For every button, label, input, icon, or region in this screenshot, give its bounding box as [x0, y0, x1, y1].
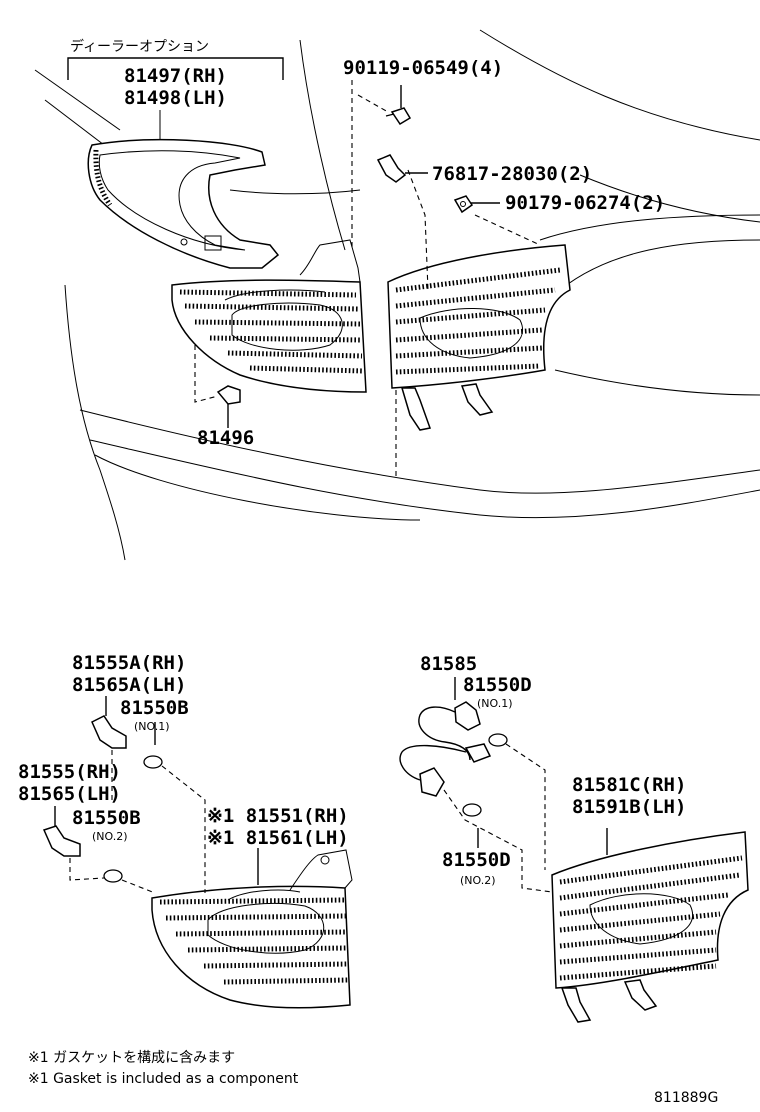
footnote-jp: ※1 ガスケットを構成に含みます [28, 1050, 235, 1066]
garnish-lh-label: 81498(LH) [124, 87, 227, 109]
dealer-option-label: ディーラーオプション [70, 38, 209, 55]
bulb-b-1-label: 81550B [120, 697, 189, 719]
rear-combination-lamp-inner [387, 244, 571, 431]
dealer-option-bracket: ディーラーオプション [67, 38, 284, 80]
clip-label: 76817-28030(2) [432, 163, 592, 185]
lamp-rh-label: ※1 81551(RH) [207, 805, 349, 827]
footnote-en: ※1 Gasket is included as a component [28, 1071, 299, 1087]
nut-label: 90179-06274(2) [505, 192, 665, 214]
lamp-ribs-bottom-left [159, 897, 349, 985]
socket-81496 [216, 385, 241, 428]
rear-combination-lamp-outer [171, 239, 367, 393]
bulb-81550d-no1 [488, 733, 508, 747]
bulb-81550b-no1 [143, 722, 163, 769]
socket-81555a [91, 696, 127, 749]
bulb-d-2-label: 81550D [442, 849, 511, 871]
figure-id: 811889G [654, 1090, 718, 1106]
bulb-d-1-label: 81550D [463, 674, 532, 696]
bottom-right-dashed-guides [443, 743, 553, 893]
socket-81555 [42, 806, 81, 857]
socket-rh-label: 81555(RH) [18, 761, 121, 783]
bulb-d-2-sub: (NO.2) [460, 874, 496, 887]
socket-81496-label: 81496 [197, 427, 254, 449]
bulb-b-1-sub: (NO.1) [134, 720, 170, 733]
garnish-rh-label: 81497(RH) [124, 65, 227, 87]
socket-a-lh-label: 81565A(LH) [72, 674, 186, 696]
screw-90119 [385, 85, 412, 126]
lamp-lh-label: ※1 81561(LH) [207, 827, 349, 849]
bulb-b-2-sub: (NO.2) [92, 830, 128, 843]
socket-lh-label: 81565(LH) [18, 783, 121, 805]
bottom-left-dashed-guides [69, 750, 206, 894]
bulb-b-2-label: 81550B [72, 807, 141, 829]
lamp-right-lh-label: 81591B(LH) [572, 796, 686, 818]
bulb-81550d-no2 [462, 803, 482, 848]
lamp-81551 [151, 848, 353, 1009]
socket-a-rh-label: 81555A(RH) [72, 652, 186, 674]
lamp-81581c [551, 828, 749, 1023]
nut-90179 [453, 195, 500, 214]
vehicle-body-outline [34, 29, 760, 561]
lamp-ribs-bottom-right [559, 855, 743, 981]
wire-label: 81585 [420, 653, 477, 675]
bulb-d-1-sub: (NO.1) [477, 697, 513, 710]
top-dashed-guides [194, 80, 541, 480]
clip-76817 [376, 154, 428, 183]
rear-lamp-garnish [87, 110, 280, 269]
bulb-81550b-no2 [103, 869, 123, 883]
wire-harness-81585 [399, 677, 492, 797]
lamp-right-rh-label: 81581C(RH) [572, 774, 686, 796]
screw-label: 90119-06549(4) [343, 57, 503, 79]
lamp-ribs-top-right [395, 267, 561, 375]
